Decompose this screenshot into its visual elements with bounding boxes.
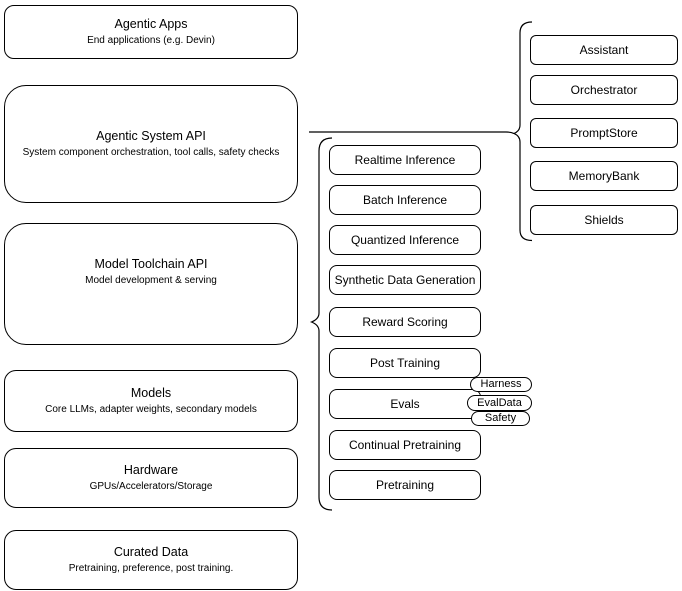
node-title: Hardware [123, 463, 179, 477]
node-subtitle: System component orchestration, tool cal… [22, 147, 280, 158]
node-synthetic-data-generation: Synthetic Data Generation [329, 265, 481, 295]
tag-harness: Harness [470, 377, 532, 392]
node-realtime-inference: Realtime Inference [329, 145, 481, 175]
system-api-connector-line [309, 131, 515, 135]
node-quantized-inference: Quantized Inference [329, 225, 481, 255]
node-pretraining: Pretraining [329, 470, 481, 500]
tag-evaldata: EvalData [467, 395, 532, 411]
node-assistant: Assistant [530, 35, 678, 65]
node-post-training: Post Training [329, 348, 481, 378]
node-models: Models Core LLMs, adapter weights, secon… [4, 370, 298, 432]
node-evals: Evals [329, 389, 481, 419]
node-orchestrator: Orchestrator [530, 75, 678, 105]
toolchain-bracket [309, 137, 333, 511]
node-memorybank: MemoryBank [530, 161, 678, 191]
node-title: Curated Data [113, 545, 189, 559]
node-subtitle: Pretraining, preference, post training. [68, 563, 234, 574]
node-model-toolchain-api: Model Toolchain API Model development & … [4, 223, 298, 345]
node-batch-inference: Batch Inference [329, 185, 481, 215]
node-title: Agentic System API [96, 129, 206, 143]
node-title: Agentic Apps [114, 17, 188, 31]
node-promptstore: PromptStore [530, 118, 678, 148]
node-reward-scoring: Reward Scoring [329, 307, 481, 337]
node-subtitle: End applications (e.g. Devin) [87, 35, 215, 46]
node-agentic-apps: Agentic Apps End applications (e.g. Devi… [4, 5, 298, 59]
system-components-bracket [512, 21, 533, 242]
tag-safety: Safety [471, 411, 530, 426]
node-subtitle: Core LLMs, adapter weights, secondary mo… [45, 404, 257, 415]
node-title: Model Toolchain API [94, 257, 208, 271]
node-curated-data: Curated Data Pretraining, preference, po… [4, 530, 298, 590]
node-hardware: Hardware GPUs/Accelerators/Storage [4, 448, 298, 508]
node-agentic-system-api: Agentic System API System component orch… [4, 85, 298, 203]
node-shields: Shields [530, 205, 678, 235]
node-subtitle: Model development & serving [85, 275, 217, 286]
node-title: Models [130, 386, 172, 400]
node-subtitle: GPUs/Accelerators/Storage [89, 481, 213, 492]
node-continual-pretraining: Continual Pretraining [329, 430, 481, 460]
